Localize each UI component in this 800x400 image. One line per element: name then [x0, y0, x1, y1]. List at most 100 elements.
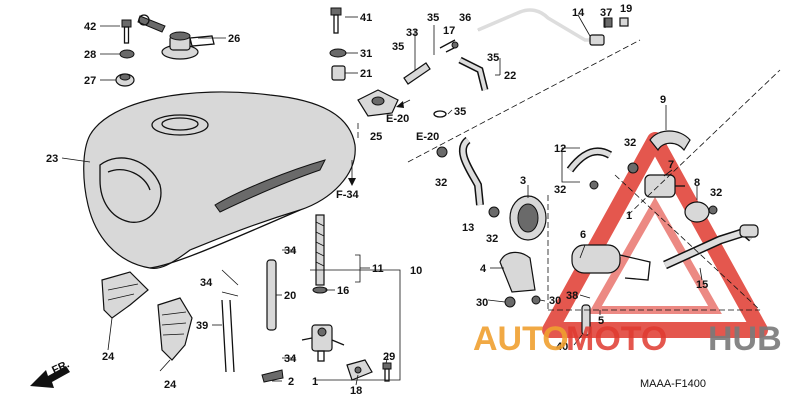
fuel-tank [83, 91, 356, 270]
filter-7 [644, 174, 685, 198]
callout-39: 39 [196, 320, 208, 332]
bolt-29 [382, 362, 392, 382]
callout-35-b: 35 [392, 41, 404, 53]
callout-22: 22 [504, 70, 516, 82]
clip-19 [619, 17, 629, 27]
bracket-18 [346, 359, 373, 381]
callout-1-small: 1 [626, 210, 632, 222]
callout-35-a: 35 [427, 12, 439, 24]
bolt-30 [504, 296, 516, 308]
clip-32-c [589, 180, 599, 190]
callouts: 42 26 28 27 41 31 21 25 23 33 35 36 17 3… [46, 3, 722, 397]
callout-37: 37 [600, 7, 612, 19]
callout-40: 40 [556, 341, 568, 353]
rear-mount-25 [357, 89, 399, 117]
callout-35-c: 35 [487, 52, 499, 64]
leader-lines [61, 14, 703, 386]
callout-4: 4 [480, 263, 487, 275]
callout-28: 28 [84, 49, 96, 61]
diagram-code: MAAA-F1400 [640, 378, 706, 390]
callout-15: 15 [696, 279, 708, 291]
callout-26: 26 [228, 33, 240, 45]
callout-21: 21 [360, 68, 372, 80]
clip-37 [603, 17, 613, 28]
cap-3 [509, 195, 547, 241]
ref-f34: F-34 [336, 189, 360, 201]
clip-32-b [488, 206, 500, 218]
ref-arrow-f34 [348, 160, 356, 186]
ref-e20-upper: E-20 [386, 113, 409, 125]
callout-34-b: 34 [200, 277, 213, 289]
callout-24-a: 24 [102, 351, 115, 363]
washer-31 [329, 48, 347, 58]
hose-33 [403, 62, 431, 85]
callout-9: 9 [660, 94, 666, 106]
callout-7: 7 [668, 159, 674, 171]
hose-15 [663, 224, 759, 270]
callout-25: 25 [370, 131, 382, 143]
callout-42: 42 [84, 21, 96, 33]
fuel-cap [137, 14, 215, 60]
strap-9 [649, 130, 691, 152]
clip-32-d [627, 162, 639, 174]
watermark-auto: AUTO [473, 320, 569, 358]
callout-31: 31 [360, 48, 372, 60]
clip-32-e [708, 205, 718, 215]
callout-38: 38 [566, 290, 578, 302]
callout-1: 1 [312, 376, 318, 388]
callout-29: 29 [383, 351, 395, 363]
callout-13: 13 [462, 222, 474, 234]
callout-19: 19 [620, 3, 632, 15]
callout-8: 8 [694, 177, 700, 189]
callout-32-e: 32 [486, 233, 498, 245]
callout-16: 16 [337, 285, 349, 297]
knee-rubber-lower [157, 297, 193, 361]
hose-5 [581, 304, 591, 336]
callout-32-a: 32 [435, 177, 447, 189]
hose-22 [458, 56, 489, 91]
callout-36: 36 [459, 12, 471, 24]
washer-28 [119, 49, 135, 59]
callout-12: 12 [554, 143, 566, 155]
ref-e20-lower: E-20 [416, 131, 439, 143]
callout-11: 11 [372, 263, 384, 275]
callout-24-b: 24 [164, 379, 177, 391]
collar-21 [331, 65, 346, 81]
callout-34-a: 34 [284, 245, 297, 257]
callout-17: 17 [443, 25, 455, 37]
callout-2: 2 [288, 376, 294, 388]
callout-14: 14 [572, 7, 585, 19]
bracket-4 [499, 251, 536, 293]
front-arrow [30, 366, 70, 388]
watermark-text: AUTO MOTO HUB [473, 320, 782, 358]
bolt-41 [330, 7, 342, 34]
bolt-42 [121, 19, 132, 44]
hose-14 [477, 8, 605, 46]
callout-30-b: 30 [549, 295, 561, 307]
callout-27: 27 [84, 75, 96, 87]
callout-32-b: 32 [554, 184, 566, 196]
pump-6 [571, 244, 651, 281]
fitting-17 [439, 39, 459, 53]
grommet-27 [115, 73, 135, 87]
callout-10: 10 [410, 265, 422, 277]
callout-33: 33 [406, 27, 418, 39]
callout-30-a: 30 [476, 297, 488, 309]
hose-13 [458, 136, 484, 206]
clip-35-right [433, 110, 447, 118]
callout-18: 18 [350, 385, 362, 397]
ref-arrow-e20-upper [396, 99, 411, 108]
callout-3: 3 [520, 175, 526, 187]
watermark-hub: HUB [708, 320, 782, 358]
callout-32-c: 32 [624, 137, 636, 149]
fuel-valve [301, 214, 345, 362]
callout-32-d: 32 [710, 187, 722, 199]
callout-20: 20 [284, 290, 296, 302]
callout-35-d: 35 [454, 106, 466, 118]
hose-12 [566, 147, 613, 173]
tube-39 [221, 299, 235, 373]
clamp-2 [261, 369, 284, 383]
callout-6: 6 [580, 229, 586, 241]
